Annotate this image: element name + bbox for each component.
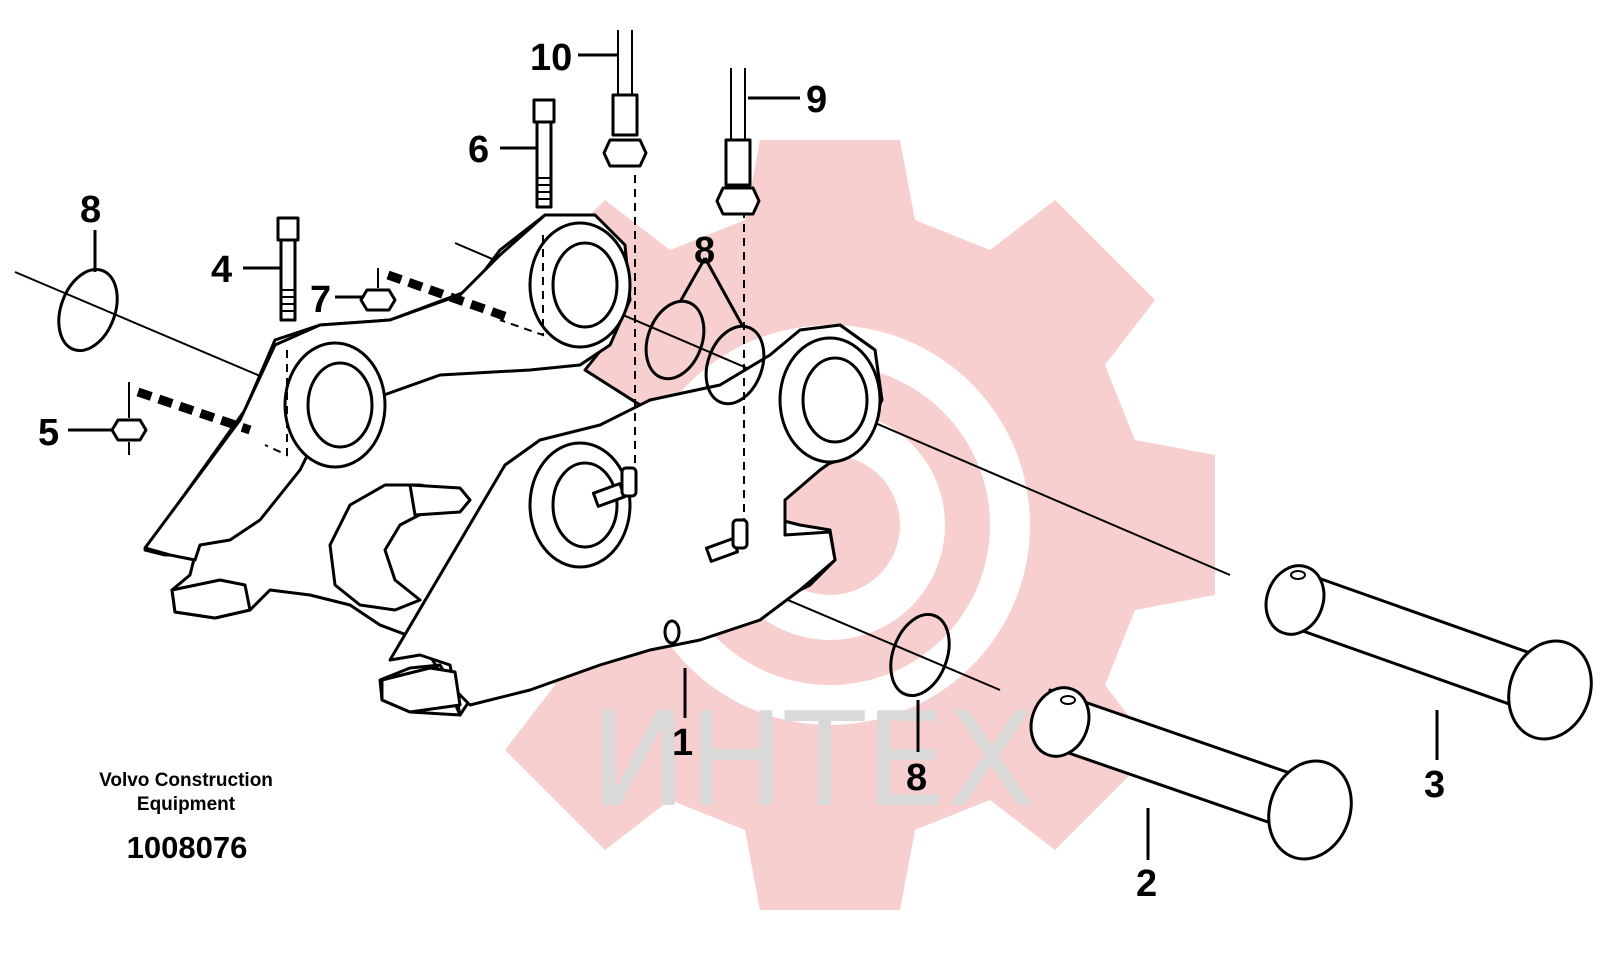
callout-4: 4 — [211, 249, 232, 291]
o-ring-right — [889, 612, 951, 698]
callout-8-right: 8 — [906, 757, 927, 799]
o-ring-mid-1 — [644, 299, 706, 381]
callout-3: 3 — [1424, 764, 1445, 806]
screw-6 — [532, 98, 556, 209]
callout-7: 7 — [310, 279, 331, 321]
nut-5 — [110, 382, 252, 455]
grease-fitting-rear — [704, 518, 749, 563]
callout-10: 10 — [530, 37, 572, 79]
callout-9: 9 — [806, 79, 827, 121]
o-ring-mid-2 — [704, 324, 766, 406]
callout-6: 6 — [468, 129, 489, 171]
brand-line-1: Volvo Construction — [99, 770, 273, 791]
grease-fitting-front — [591, 466, 638, 508]
callout-1: 1 — [672, 722, 693, 764]
callout-5: 5 — [38, 412, 59, 454]
callout-8-mid: 8 — [694, 230, 715, 272]
hose-10 — [602, 30, 648, 168]
pin-3 — [1264, 564, 1593, 741]
screw-4 — [276, 216, 300, 322]
document-number: 1008076 — [127, 830, 248, 865]
o-ring-left — [57, 267, 119, 353]
leader-8-mid — [678, 257, 744, 326]
pin-2 — [1029, 686, 1353, 861]
hose-9 — [715, 68, 761, 216]
coupler-body — [143, 213, 884, 717]
watermark-text: ИНТЕХ — [590, 684, 1036, 836]
brand-line-2: Equipment — [137, 794, 236, 815]
callout-8-left: 8 — [80, 189, 101, 231]
callout-2: 2 — [1136, 863, 1157, 905]
nut-7 — [359, 268, 512, 323]
